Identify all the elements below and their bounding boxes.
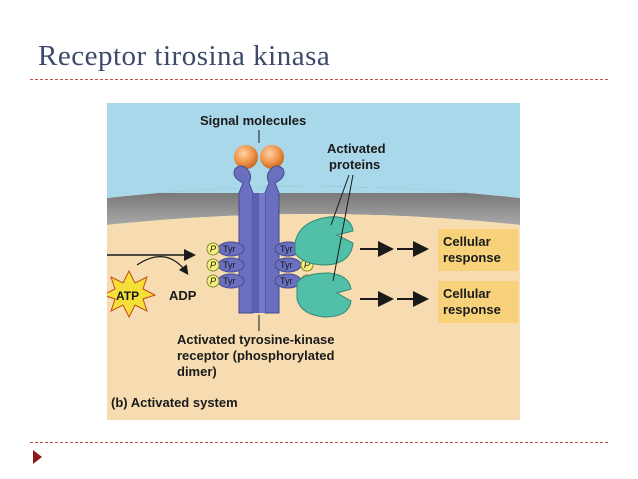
- receptor-diagram: Signal molecules Tyr Tyr Tyr P P P: [107, 103, 520, 420]
- footer-divider: [30, 442, 608, 443]
- receptor-label: dimer): [177, 364, 217, 379]
- phosphate-symbol: P: [210, 244, 216, 254]
- cellular-response-label: Cellular: [443, 286, 491, 301]
- cellular-response-box-lower: [438, 281, 518, 323]
- tyr-label: Tyr: [280, 276, 293, 286]
- cellular-response-label: Cellular: [443, 234, 491, 249]
- cellular-response-label: response: [443, 302, 501, 317]
- atp-label: ATP: [116, 289, 139, 303]
- figure-caption: (b) Activated system: [111, 395, 238, 410]
- signal-molecule-right: [260, 145, 284, 169]
- atp-arrow: [136, 256, 189, 275]
- slide-title: Receptor tirosina kinasa: [38, 40, 331, 72]
- title-divider: [30, 79, 608, 80]
- bullet-arrow-icon: [33, 450, 42, 464]
- cellular-response-box-upper: [438, 229, 518, 271]
- signal-molecule-left: [234, 145, 258, 169]
- activated-protein-lower: [296, 272, 352, 318]
- receptor-dimer: [233, 165, 285, 314]
- receptor-label: Activated tyrosine-kinase: [177, 332, 335, 347]
- activated-proteins-label: proteins: [329, 157, 380, 172]
- receptor-label: receptor (phosphorylated: [177, 348, 335, 363]
- protein-pointer-lower: [332, 174, 354, 282]
- cell-membrane: [107, 186, 520, 225]
- response-arrows: [360, 241, 429, 307]
- activated-proteins-label: Activated: [327, 141, 386, 156]
- extracellular-top-fill: [107, 186, 520, 198]
- tyr-label: Tyr: [280, 244, 293, 254]
- adp-label: ADP: [169, 288, 197, 303]
- atp-star: [107, 269, 157, 319]
- tyr-label: Tyr: [223, 260, 236, 270]
- phosphate-symbol: P: [210, 276, 216, 286]
- protein-pointer-upper: [330, 174, 350, 226]
- extracellular-space: [107, 103, 520, 193]
- tyr-label: Tyr: [280, 260, 293, 270]
- phosphate-symbol: P: [210, 260, 216, 270]
- diagram-canvas: Signal molecules Tyr Tyr Tyr P P P: [107, 103, 520, 420]
- cellular-response-label: response: [443, 250, 501, 265]
- signal-molecules-label: Signal molecules: [200, 113, 306, 128]
- tyr-label: Tyr: [223, 276, 236, 286]
- tyr-group-left: Tyr Tyr Tyr P P P: [206, 241, 245, 289]
- phosphate-symbol: P: [304, 260, 310, 270]
- tyr-label: Tyr: [223, 244, 236, 254]
